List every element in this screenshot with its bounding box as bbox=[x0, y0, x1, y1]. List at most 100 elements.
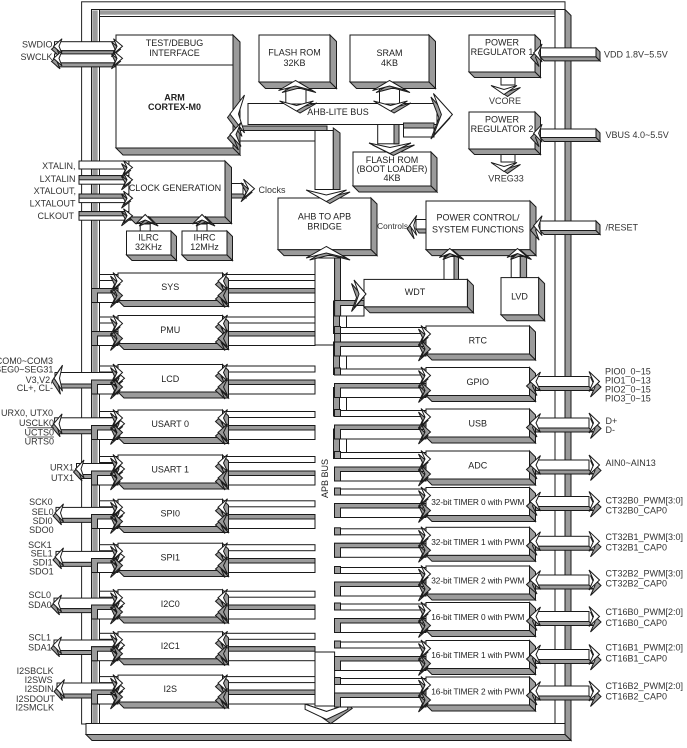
svg-text:16-bit TIMER 1 with PWM: 16-bit TIMER 1 with PWM bbox=[431, 650, 524, 660]
svg-text:D+: D+ bbox=[606, 416, 618, 426]
svg-text:AIN0~AIN13: AIN0~AIN13 bbox=[606, 458, 656, 468]
svg-text:CT32B0_PWM[3:0]: CT32B0_PWM[3:0] bbox=[606, 496, 684, 506]
svg-text:SWDIO: SWDIO bbox=[22, 40, 53, 50]
svg-text:UTX1: UTX1 bbox=[51, 473, 74, 483]
svg-text:SCL1: SCL1 bbox=[28, 633, 51, 643]
svg-text:ADC: ADC bbox=[468, 461, 488, 471]
svg-text:IHRC: IHRC bbox=[194, 233, 216, 243]
svg-text:ARM: ARM bbox=[164, 93, 185, 103]
svg-text:CT16B1_CAP0: CT16B1_CAP0 bbox=[606, 653, 668, 663]
svg-text:I2C0: I2C0 bbox=[161, 599, 180, 609]
svg-text:CT32B2_CAP0: CT32B2_CAP0 bbox=[606, 579, 668, 589]
svg-text:/RESET: /RESET bbox=[606, 223, 639, 233]
svg-text:I2S: I2S bbox=[163, 684, 177, 694]
svg-text:CT16B2_PWM[2:0]: CT16B2_PWM[2:0] bbox=[606, 681, 684, 691]
svg-text:VREG33: VREG33 bbox=[488, 174, 524, 184]
svg-text:LVD: LVD bbox=[511, 292, 528, 302]
svg-text:RTC: RTC bbox=[469, 336, 488, 346]
svg-text:SDO0: SDO0 bbox=[29, 525, 54, 535]
svg-text:CT32B1_PWM[3:0]: CT32B1_PWM[3:0] bbox=[606, 532, 684, 542]
svg-text:32-bit TIMER 1 with PWM: 32-bit TIMER 1 with PWM bbox=[431, 537, 524, 547]
svg-text:32KB: 32KB bbox=[283, 58, 305, 68]
svg-text:REGULATOR 2: REGULATOR 2 bbox=[471, 124, 534, 134]
svg-text:PIO0_0~15: PIO0_0~15 bbox=[605, 366, 651, 376]
svg-text:CL+, CL-: CL+, CL- bbox=[17, 383, 53, 393]
svg-text:CT16B0_CAP0: CT16B0_CAP0 bbox=[606, 618, 668, 628]
svg-text:CT32B0_CAP0: CT32B0_CAP0 bbox=[606, 506, 668, 516]
svg-text:SDA1: SDA1 bbox=[28, 643, 52, 653]
svg-text:I2SWS: I2SWS bbox=[25, 675, 53, 685]
svg-text:PIO3_0~15: PIO3_0~15 bbox=[605, 394, 651, 404]
svg-text:CT16B0_PWM[2:0]: CT16B0_PWM[2:0] bbox=[606, 607, 684, 617]
svg-text:USART 0: USART 0 bbox=[151, 419, 189, 429]
svg-text:12MHz: 12MHz bbox=[190, 242, 219, 252]
svg-text:SCL0: SCL0 bbox=[28, 590, 51, 600]
svg-text:URX0, UTX0: URX0, UTX0 bbox=[1, 408, 53, 418]
svg-text:AHB TO APB: AHB TO APB bbox=[298, 212, 351, 222]
svg-text:I2SDOUT: I2SDOUT bbox=[16, 694, 56, 704]
svg-text:CT32B2_PWM[3:0]: CT32B2_PWM[3:0] bbox=[606, 568, 684, 578]
svg-text:LXTALOUT: LXTALOUT bbox=[30, 199, 76, 209]
svg-text:16-bit TIMER 2 with PWM: 16-bit TIMER 2 with PWM bbox=[431, 687, 524, 697]
svg-text:PMU: PMU bbox=[160, 325, 180, 335]
svg-text:COM0~COM3: COM0~COM3 bbox=[0, 356, 53, 366]
svg-text:FLASH ROM: FLASH ROM bbox=[268, 47, 321, 57]
svg-text:URTS0: URTS0 bbox=[25, 437, 54, 447]
svg-text:FLASH ROM: FLASH ROM bbox=[366, 155, 419, 165]
svg-text:SCK0: SCK0 bbox=[29, 497, 53, 507]
svg-text:SDA0: SDA0 bbox=[28, 600, 52, 610]
svg-text:VCORE: VCORE bbox=[489, 96, 521, 106]
svg-text:INTERFACE: INTERFACE bbox=[149, 48, 200, 58]
svg-text:POWER: POWER bbox=[485, 115, 520, 125]
svg-text:Controls: Controls bbox=[377, 221, 408, 231]
svg-text:I2SMCLK: I2SMCLK bbox=[15, 703, 54, 713]
svg-text:CLOCK GENERATION: CLOCK GENERATION bbox=[129, 183, 221, 193]
svg-text:(BOOT LOADER): (BOOT LOADER) bbox=[357, 164, 428, 174]
svg-text:32-bit TIMER 2 with PWM: 32-bit TIMER 2 with PWM bbox=[431, 576, 524, 586]
svg-text:PIO1_0~13: PIO1_0~13 bbox=[605, 375, 651, 385]
svg-text:SEG0~SEG31: SEG0~SEG31 bbox=[0, 365, 53, 375]
svg-text:I2C1: I2C1 bbox=[161, 641, 180, 651]
svg-text:GPIO: GPIO bbox=[467, 377, 490, 387]
svg-text:VBUS 4.0~5.5V: VBUS 4.0~5.5V bbox=[606, 130, 669, 140]
svg-text:UCTS0: UCTS0 bbox=[24, 427, 54, 437]
svg-text:TEST/DEBUG: TEST/DEBUG bbox=[146, 38, 204, 48]
svg-text:LXTALIN: LXTALIN bbox=[40, 174, 76, 184]
svg-text:USCLK0: USCLK0 bbox=[19, 418, 54, 428]
svg-text:WDT: WDT bbox=[405, 287, 426, 297]
svg-text:SDI0: SDI0 bbox=[33, 516, 53, 526]
svg-text:BRIDGE: BRIDGE bbox=[307, 222, 342, 232]
svg-text:SRAM: SRAM bbox=[376, 48, 402, 58]
svg-text:USART 1: USART 1 bbox=[151, 465, 189, 475]
svg-text:SYSTEM FUNCTIONS: SYSTEM FUNCTIONS bbox=[432, 225, 524, 235]
svg-text:D-: D- bbox=[606, 425, 616, 435]
svg-text:Clocks: Clocks bbox=[259, 185, 287, 195]
svg-text:SYS: SYS bbox=[161, 282, 179, 292]
svg-text:CLKOUT: CLKOUT bbox=[37, 211, 74, 221]
svg-text:XTALIN,: XTALIN, bbox=[42, 161, 75, 171]
svg-text:4KB: 4KB bbox=[381, 58, 398, 68]
svg-text:32-bit TIMER 0 with PWM: 32-bit TIMER 0 with PWM bbox=[431, 497, 524, 507]
svg-text:XTALOUT,: XTALOUT, bbox=[34, 186, 76, 196]
svg-text:LCD: LCD bbox=[161, 374, 180, 384]
svg-text:SWCLK: SWCLK bbox=[20, 52, 52, 62]
svg-text:POWER CONTROL/: POWER CONTROL/ bbox=[436, 213, 520, 223]
svg-text:SEL1: SEL1 bbox=[31, 549, 53, 559]
svg-text:4KB: 4KB bbox=[383, 173, 400, 183]
svg-text:APB BUS: APB BUS bbox=[320, 459, 330, 498]
svg-text:POWER: POWER bbox=[485, 37, 520, 47]
svg-text:PIO2_0~15: PIO2_0~15 bbox=[605, 385, 651, 395]
svg-text:SDI1: SDI1 bbox=[33, 558, 53, 568]
svg-text:CT16B2_CAP0: CT16B2_CAP0 bbox=[606, 691, 668, 701]
svg-text:SDO1: SDO1 bbox=[29, 567, 54, 577]
svg-text:32KHz: 32KHz bbox=[135, 242, 163, 252]
svg-text:REGULATOR 1: REGULATOR 1 bbox=[471, 47, 534, 57]
svg-text:CT32B1_CAP0: CT32B1_CAP0 bbox=[606, 542, 668, 552]
svg-text:V3,V2,: V3,V2, bbox=[26, 375, 53, 385]
svg-text:SEL0: SEL0 bbox=[32, 507, 54, 517]
svg-text:URX1: URX1 bbox=[50, 462, 74, 472]
svg-text:AHB-LITE BUS: AHB-LITE BUS bbox=[307, 107, 369, 117]
svg-text:I2SDIN: I2SDIN bbox=[25, 684, 54, 694]
svg-text:USB: USB bbox=[469, 419, 488, 429]
svg-text:SPI0: SPI0 bbox=[160, 508, 180, 518]
